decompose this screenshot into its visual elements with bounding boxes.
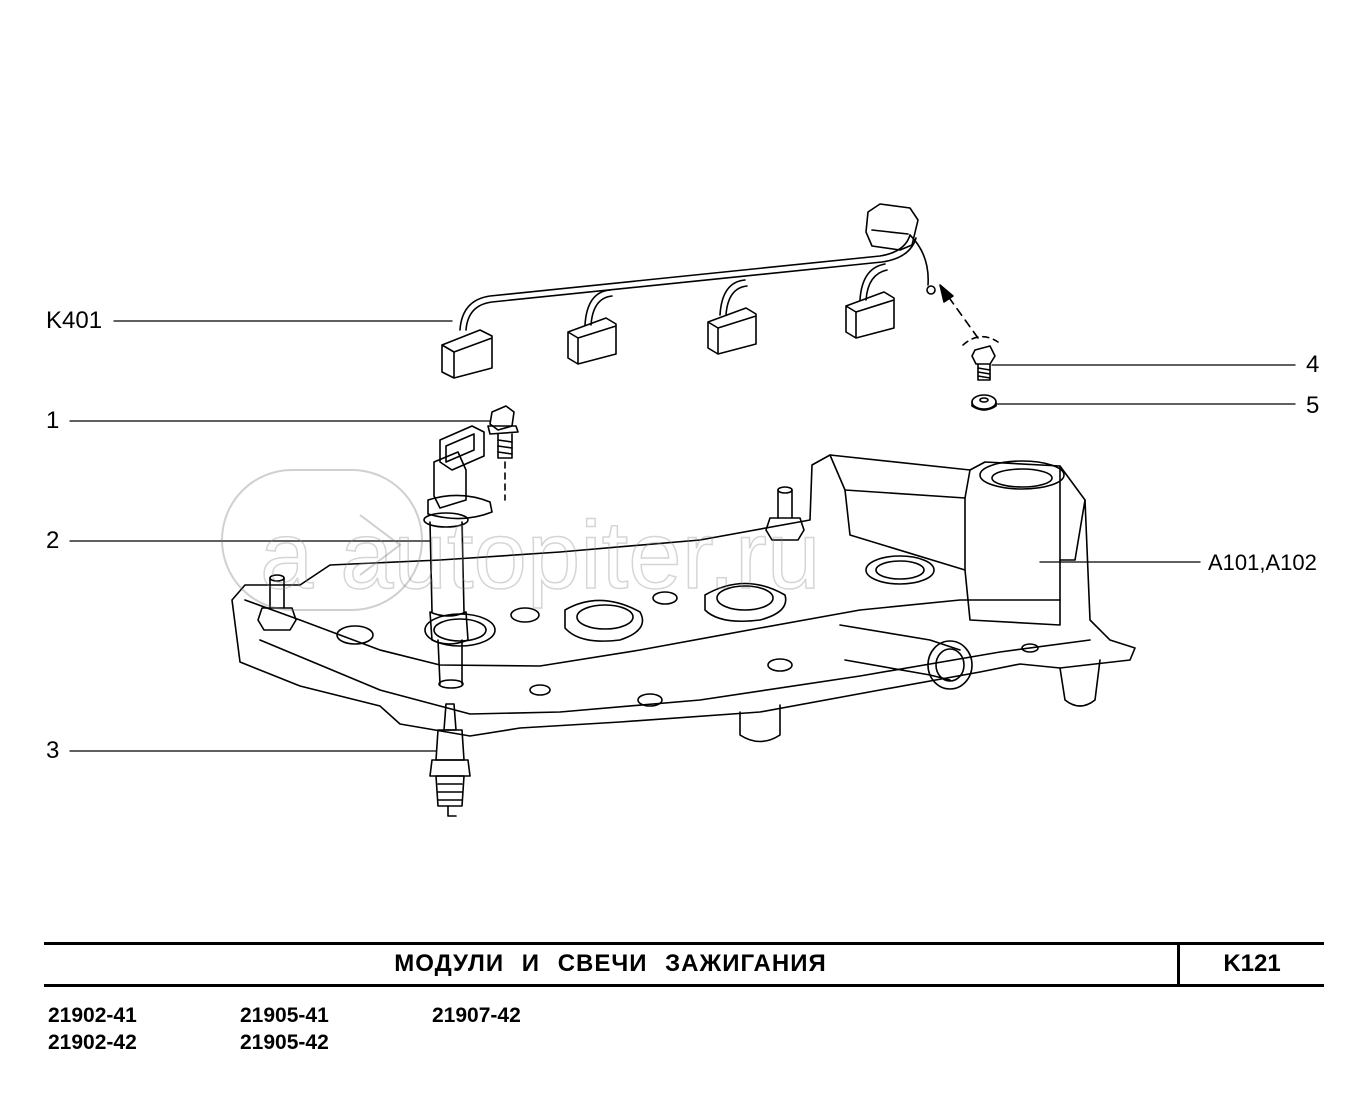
spark-plug-3 [429, 703, 471, 817]
callout-a101: A101,A102 [1208, 550, 1317, 575]
washer-5 [971, 394, 997, 411]
model-code: 21905-41 [240, 1004, 329, 1027]
callout-1: 1 [46, 407, 60, 434]
callout-5: 5 [1306, 392, 1320, 419]
watermark-text: a autopiter.ru [260, 502, 820, 609]
model-code: 21902-42 [48, 1031, 137, 1054]
ignition-coil-2 [423, 425, 493, 689]
footer-bottom-rule [44, 984, 1324, 987]
callout-4: 4 [1306, 351, 1320, 378]
callout-3: 3 [46, 737, 60, 764]
model-code: 21907-42 [432, 1004, 521, 1027]
footer-separator [1177, 944, 1180, 986]
page-code: K121 [1223, 950, 1281, 977]
leader-lines [69, 320, 1296, 752]
bolt-1 [487, 405, 519, 501]
ignition-harness [441, 203, 936, 379]
cylinder-head-cover [231, 454, 1136, 743]
footer-top-rule [44, 942, 1324, 945]
model-code: 21905-42 [240, 1031, 329, 1054]
watermark [221, 469, 423, 611]
bolt-4 [971, 345, 996, 381]
callout-2: 2 [46, 527, 60, 554]
callout-k401: K401 [46, 307, 103, 334]
model-code: 21902-41 [48, 1004, 137, 1027]
page-title: МОДУЛИ И СВЕЧИ ЗАЖИГАНИЯ [394, 950, 827, 977]
